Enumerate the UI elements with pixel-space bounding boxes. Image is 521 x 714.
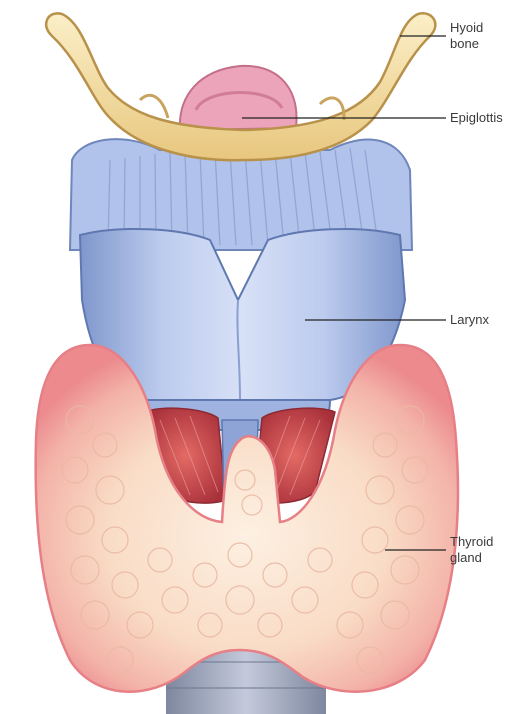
epiglottis-label-line1: Epiglottis xyxy=(450,110,503,126)
thyroid-gland-label-line2: gland xyxy=(450,550,493,566)
hyoid-bone-label-line1: Hyoid xyxy=(450,20,483,36)
hyoid-bone-label: Hyoid bone xyxy=(450,20,483,52)
larynx-label-line1: Larynx xyxy=(450,312,489,328)
thyroid-gland-label: Thyroid gland xyxy=(450,534,493,566)
larynx-label: Larynx xyxy=(450,312,489,328)
epiglottis-shape xyxy=(180,66,297,130)
hyoid-bone-label-line2: bone xyxy=(450,36,483,52)
thyroid-gland-label-line1: Thyroid xyxy=(450,534,493,550)
epiglottis-label: Epiglottis xyxy=(450,110,503,126)
